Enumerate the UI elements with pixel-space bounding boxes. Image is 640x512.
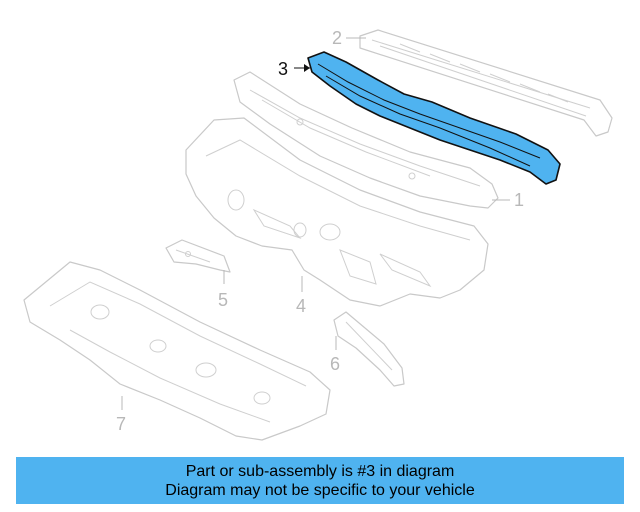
- callout-2-label: 2: [332, 28, 342, 48]
- callout-1: 1: [492, 190, 524, 210]
- callout-5: 5: [218, 270, 228, 310]
- callout-4: 4: [296, 276, 306, 316]
- part-7-floor-assembly[interactable]: [23, 261, 331, 441]
- callout-5-label: 5: [218, 290, 228, 310]
- part-6-support[interactable]: [333, 311, 405, 387]
- callout-4-label: 4: [296, 296, 306, 316]
- banner-line-2: Diagram may not be specific to your vehi…: [165, 481, 475, 499]
- part-4-dash-panel[interactable]: [185, 117, 489, 307]
- callout-7-label: 7: [116, 414, 126, 434]
- info-banner: Part or sub-assembly is #3 in diagram Di…: [16, 457, 624, 504]
- callout-1-label: 1: [514, 190, 524, 210]
- callout-2: 2: [332, 28, 366, 48]
- banner-line-1: Part or sub-assembly is #3 in diagram: [185, 462, 455, 480]
- callout-7: 7: [116, 396, 126, 434]
- callout-6: 6: [330, 336, 340, 374]
- callout-6-label: 6: [330, 354, 340, 374]
- callout-3-label: 3: [278, 59, 288, 79]
- part-2-cowl-grille[interactable]: [359, 29, 613, 137]
- parts-diagram: 1 2 3 4 5 6 7: [23, 28, 613, 441]
- part-1-dash-panel-upper[interactable]: [233, 71, 499, 209]
- part-3-cowl-panel-highlighted[interactable]: [307, 51, 561, 185]
- callout-3: 3: [278, 59, 310, 79]
- part-5-bracket[interactable]: [165, 239, 231, 273]
